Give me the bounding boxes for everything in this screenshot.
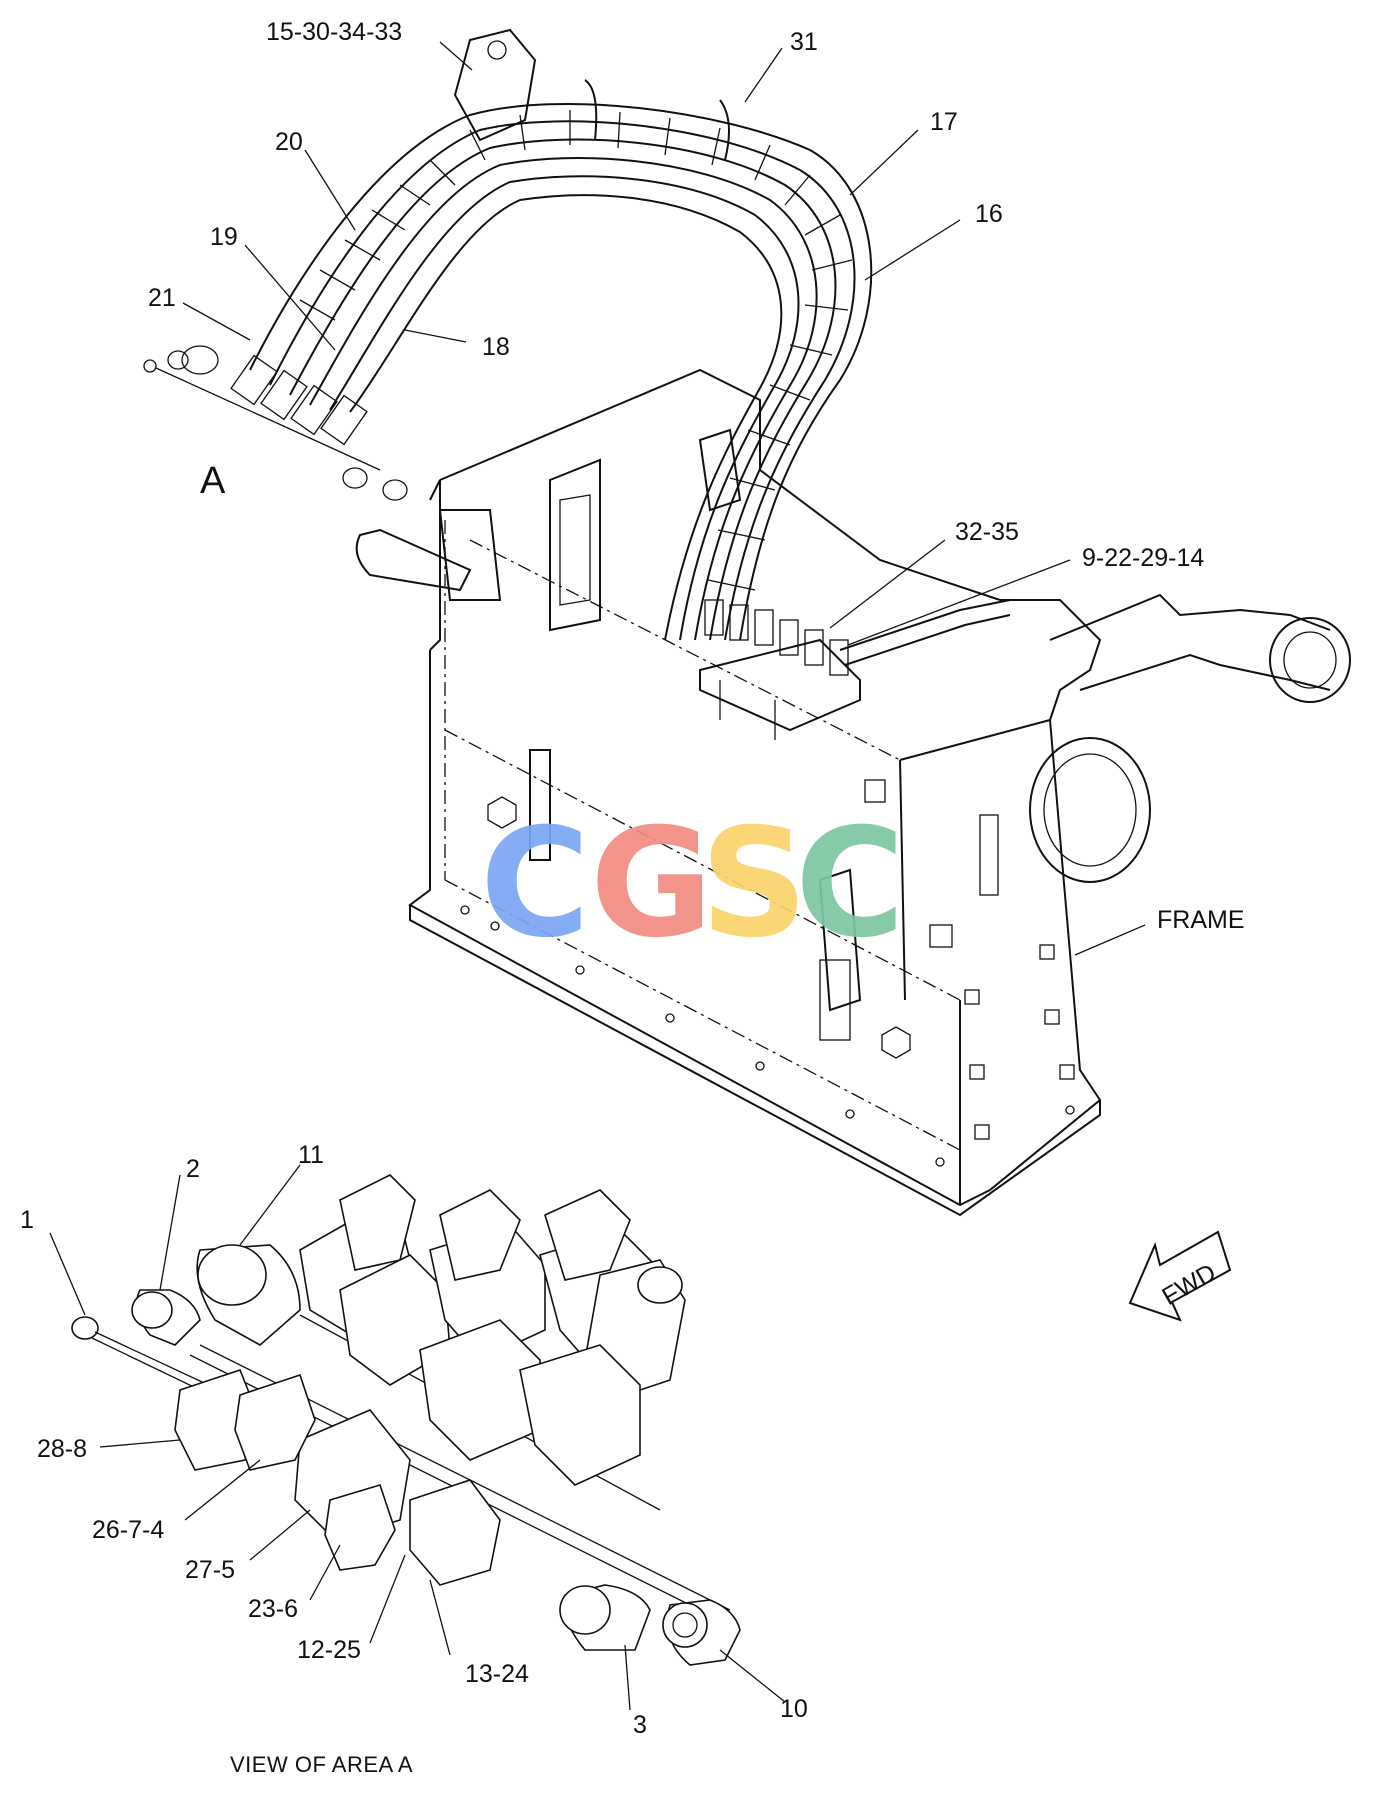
detail-view-a [71, 1174, 741, 1666]
watermark: C G S C [480, 797, 905, 971]
main-callouts: 15-30-34-33 31 17 16 20 19 21 18 32-35 9… [148, 18, 1245, 934]
callout-21: 21 [148, 284, 176, 312]
callout-19: 19 [210, 223, 238, 251]
callout-10: 10 [780, 1695, 808, 1723]
leader-lines [49, 41, 1146, 1711]
callout-31: 31 [790, 28, 818, 56]
callout-12-25: 12-25 [297, 1636, 361, 1664]
callout-16: 16 [975, 200, 1003, 228]
callout-23-6: 23-6 [248, 1595, 298, 1623]
callout-frame: FRAME [1157, 906, 1245, 934]
callout-17: 17 [930, 108, 958, 136]
callout-2: 2 [186, 1155, 200, 1183]
callout-9-22-29-14: 9-22-29-14 [1082, 544, 1204, 572]
watermark-letter-3: S [700, 797, 808, 971]
callout-15-30-34-33: 15-30-34-33 [266, 18, 402, 46]
callout-11: 11 [298, 1141, 324, 1169]
callout-32-35: 32-35 [955, 518, 1019, 546]
watermark-letter-2: G [590, 797, 713, 971]
callout-27-5: 27-5 [185, 1556, 235, 1584]
callout-18: 18 [482, 333, 510, 361]
callout-1: 1 [20, 1206, 34, 1234]
callout-3: 3 [633, 1711, 647, 1739]
area-a-marker: A [200, 460, 226, 502]
detail-callouts: 1 2 11 28-8 26-7-4 27-5 23-6 12-25 13-24… [20, 1141, 808, 1777]
callout-28-8: 28-8 [37, 1435, 87, 1463]
callout-20: 20 [275, 128, 303, 156]
frame-drawing [355, 368, 1351, 1217]
watermark-letter-1: C [480, 797, 590, 971]
fwd-arrow-icon: FWD [1128, 1230, 1232, 1322]
detail-caption: VIEW OF AREA A [230, 1752, 413, 1777]
callout-13-24: 13-24 [465, 1660, 529, 1688]
callout-26-7-4: 26-7-4 [92, 1516, 164, 1544]
hose-bundle [143, 28, 873, 740]
fwd-label: FWD [1157, 1258, 1220, 1311]
watermark-letter-4: C [795, 797, 905, 971]
